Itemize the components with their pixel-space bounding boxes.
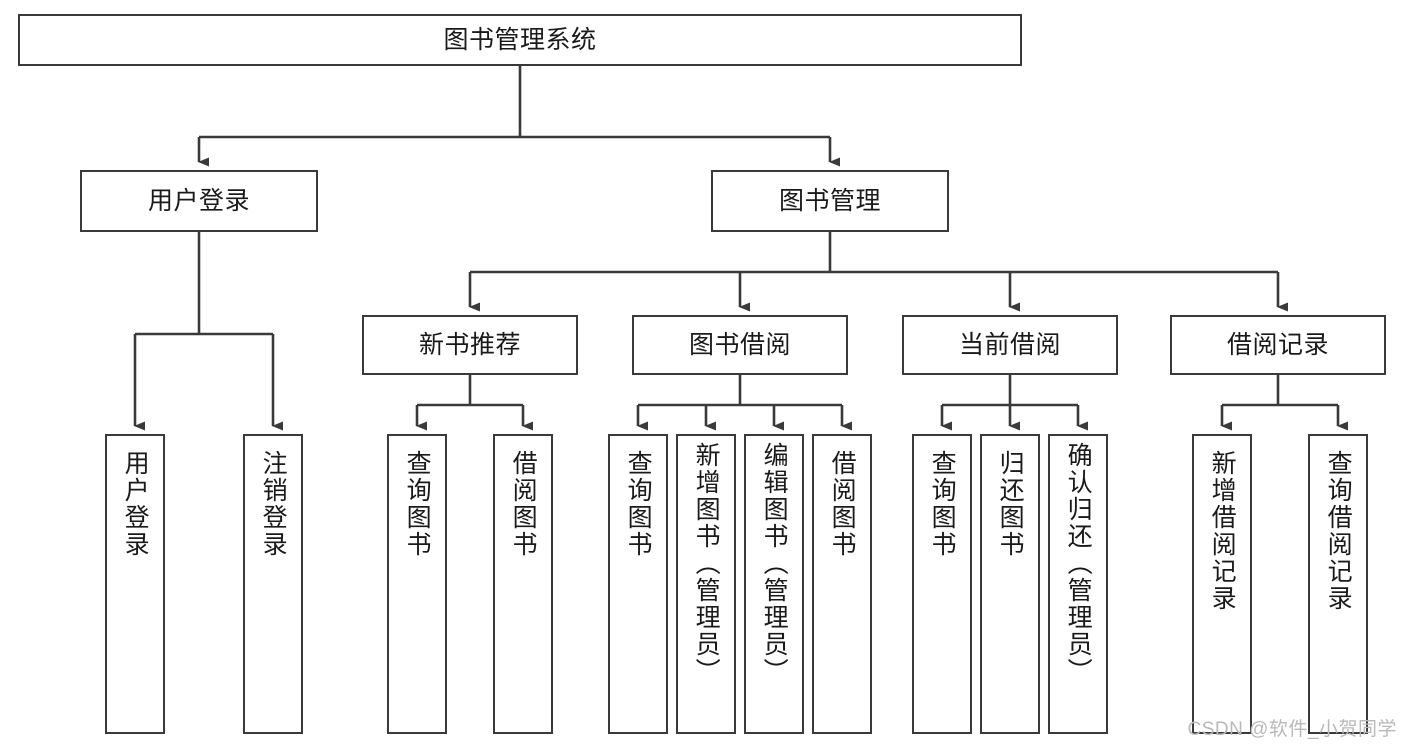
node-leaf-query-book-2[interactable]: 查询图书 <box>608 434 668 734</box>
node-leaf-add-borrow-record[interactable]: 新增借阅记录 <box>1192 434 1252 734</box>
node-new-book-recommend-label: 新书推荐 <box>418 331 521 359</box>
node-leaf-query-book-3[interactable]: 查询图书 <box>912 434 972 734</box>
node-user-login-label: 用户登录 <box>147 187 250 215</box>
node-leaf-edit-book-admin[interactable]: 编辑图书（管理员） <box>744 434 804 734</box>
node-leaf-query-book-2-label: 查询图书 <box>624 450 653 558</box>
node-leaf-query-borrow-record[interactable]: 查询借阅记录 <box>1308 434 1368 734</box>
node-leaf-add-book-admin-label: 新增图书（管理员） <box>692 442 721 685</box>
node-leaf-edit-book-admin-label: 编辑图书（管理员） <box>760 442 789 685</box>
node-leaf-query-book-3-label: 查询图书 <box>928 450 957 558</box>
node-leaf-query-book-1[interactable]: 查询图书 <box>387 434 447 734</box>
node-leaf-borrow-book-1[interactable]: 借阅图书 <box>493 434 553 734</box>
node-leaf-confirm-return-admin-label: 确认归还（管理员） <box>1064 442 1093 685</box>
node-current-borrow-label: 当前借阅 <box>958 331 1061 359</box>
node-leaf-query-book-1-label: 查询图书 <box>403 450 432 558</box>
node-book-management-label: 图书管理 <box>778 187 881 215</box>
node-leaf-user-login-label: 用户登录 <box>121 450 150 558</box>
node-leaf-add-book-admin[interactable]: 新增图书（管理员） <box>676 434 736 734</box>
node-leaf-query-borrow-record-label: 查询借阅记录 <box>1324 450 1353 612</box>
node-leaf-borrow-book-1-label: 借阅图书 <box>509 450 538 558</box>
node-leaf-logout-login[interactable]: 注销登录 <box>243 434 303 734</box>
node-root-label: 图书管理系统 <box>443 26 597 54</box>
node-user-login[interactable]: 用户登录 <box>80 170 318 232</box>
node-new-book-recommend[interactable]: 新书推荐 <box>362 315 578 375</box>
node-leaf-return-book[interactable]: 归还图书 <box>980 434 1040 734</box>
node-leaf-borrow-book-2-label: 借阅图书 <box>828 450 857 558</box>
node-leaf-confirm-return-admin[interactable]: 确认归还（管理员） <box>1048 434 1108 734</box>
node-root[interactable]: 图书管理系统 <box>18 14 1022 66</box>
node-leaf-logout-login-label: 注销登录 <box>259 450 288 558</box>
node-borrow-record[interactable]: 借阅记录 <box>1170 315 1386 375</box>
node-leaf-return-book-label: 归还图书 <box>996 450 1025 558</box>
node-borrow-record-label: 借阅记录 <box>1226 331 1329 359</box>
node-current-borrow[interactable]: 当前借阅 <box>902 315 1118 375</box>
node-book-borrow[interactable]: 图书借阅 <box>632 315 848 375</box>
node-leaf-user-login[interactable]: 用户登录 <box>105 434 165 734</box>
watermark: CSDN @软件_小贺同学 <box>1187 719 1397 740</box>
node-book-management[interactable]: 图书管理 <box>711 170 949 232</box>
node-leaf-borrow-book-2[interactable]: 借阅图书 <box>812 434 872 734</box>
node-leaf-add-borrow-record-label: 新增借阅记录 <box>1208 450 1237 612</box>
node-book-borrow-label: 图书借阅 <box>688 331 791 359</box>
